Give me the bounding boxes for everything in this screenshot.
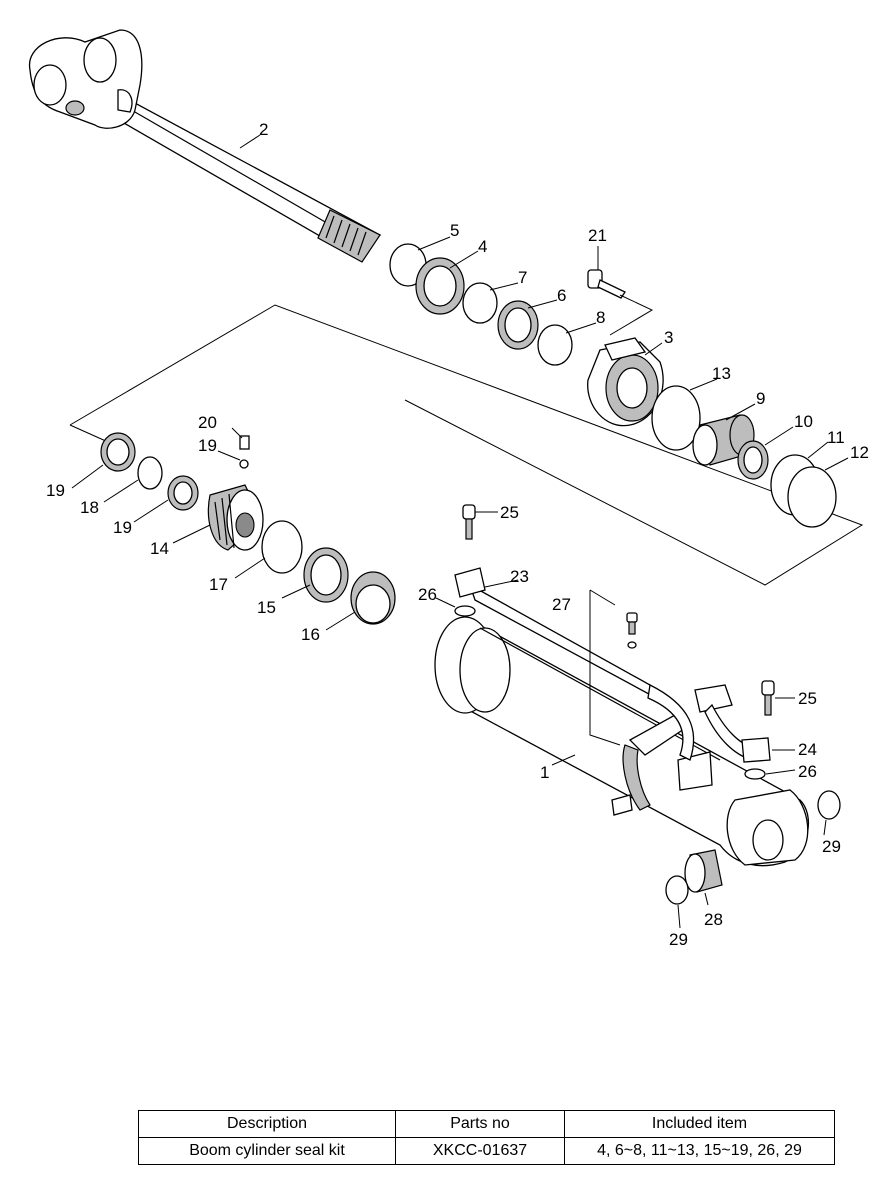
callout-29-left: 29 [669,930,688,949]
callout-1: 1 [540,763,549,782]
callout-25-right: 25 [798,689,817,708]
pipe-24 [454,567,695,761]
callout-2: 2 [259,120,268,139]
col-header-included-item: Included item [564,1110,835,1138]
pipe-23 [694,684,771,763]
callout-29-right: 29 [822,837,841,856]
callout-9: 9 [756,389,765,408]
bolt-25-top [462,504,476,540]
callout-10: 10 [794,412,813,431]
callout-7: 7 [518,268,527,287]
cell-description: Boom cylinder seal kit [138,1137,396,1165]
col-header-description: Description [138,1110,396,1138]
snap-ring-29-left [665,875,689,905]
callout-19-bottom: 19 [113,518,132,537]
callout-22: 21 [588,226,607,245]
seal-16 [350,571,396,625]
seal-8 [537,324,573,366]
bolt-22 [587,269,626,299]
screw-27 [626,612,638,649]
callout-16: 16 [301,625,320,644]
piston-rod [29,29,382,263]
callout-23: 24 [798,740,817,759]
snap-ring-29-right [817,790,841,820]
o-ring-26-left [454,605,476,617]
callout-20: 19 [198,436,217,455]
callout-5: 5 [450,221,459,240]
cell-included-item: 4, 6~8, 11~13, 15~19, 26, 29 [564,1137,835,1165]
seal-19-bottom [167,475,199,511]
callout-4: 4 [478,237,487,256]
callout-8: 8 [596,308,605,327]
callout-12: 12 [850,443,869,462]
callout-11: 11 [827,428,845,447]
seal-kit-table: Description Parts no Included item Boom … [138,1110,835,1165]
callout-13: 13 [712,364,731,383]
callout-21: 20 [198,413,217,432]
bolt-25-right [761,680,775,716]
callout-17: 17 [209,575,228,594]
set-screw-21 [239,435,250,450]
seal-13 [651,385,701,451]
bushing-28 [684,849,723,893]
callout-14: 14 [150,539,169,558]
seal-18 [137,456,163,490]
seal-19-top [100,432,136,472]
callout-3: 3 [664,328,673,347]
callout-15: 15 [257,598,276,617]
col-header-parts-no: Parts no [395,1110,565,1138]
piston [207,484,264,551]
callout-18: 18 [80,498,99,517]
cylinder-tube [434,616,810,867]
seal-7 [462,282,498,324]
table-header-row: Description Parts no Included item [138,1110,835,1138]
seal-6 [497,300,539,350]
callout-26-left: 26 [418,585,437,604]
callout-19-top: 19 [46,481,65,500]
seal-10 [737,440,769,480]
table-row: Boom cylinder seal kit XKCC-01637 4, 6~8… [138,1137,835,1165]
callout-26-right: 26 [798,762,817,781]
cell-parts-no: XKCC-01637 [395,1137,565,1165]
callout-25-top: 25 [500,503,519,522]
leader-lines [71,134,849,929]
seal-15 [303,547,349,603]
seal-12 [787,466,837,528]
seal-4 [415,257,465,315]
seal-17 [261,520,303,574]
callout-24: 23 [510,567,529,586]
callout-27: 27 [552,595,571,614]
kit-frame-line [69,304,864,586]
rod-cover [587,337,664,427]
callout-6: 6 [557,286,566,305]
steel-ball-20 [239,459,249,469]
o-ring-26-right [744,768,766,780]
callout-28: 28 [704,910,723,929]
callout-labels: 2 5 4 7 6 21 8 3 13 9 10 11 12 20 19 19 … [46,120,869,949]
